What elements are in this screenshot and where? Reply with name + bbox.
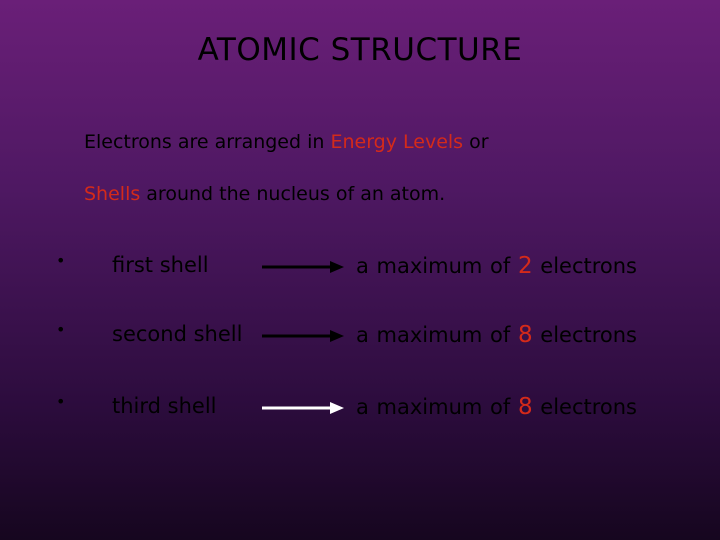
shell-capacity: a maximum of 2 electrons bbox=[356, 253, 637, 279]
capacity-number: 8 bbox=[517, 322, 533, 348]
intro-text: or bbox=[463, 131, 489, 153]
capacity-text: a maximum of bbox=[356, 254, 518, 278]
intro-highlight-energy-levels: Energy Levels bbox=[330, 131, 464, 153]
intro-line-2: Shells around the nucleus of an atom. bbox=[84, 183, 445, 205]
shell-label: first shell bbox=[112, 253, 209, 277]
intro-text: Electrons are arranged in bbox=[84, 131, 331, 153]
shell-capacity: a maximum of 8 electrons bbox=[356, 322, 637, 348]
intro-line-1: Electrons are arranged in Energy Levels … bbox=[84, 131, 489, 153]
shell-label: second shell bbox=[112, 322, 243, 346]
intro-highlight-shells: Shells bbox=[84, 183, 141, 205]
bullet-icon: • bbox=[56, 251, 66, 270]
shell-row-third: • third shell a maximum of 8 electrons bbox=[0, 388, 720, 428]
right-arrow-icon bbox=[262, 402, 344, 414]
shell-capacity: a maximum of 8 electrons bbox=[356, 394, 637, 420]
capacity-number: 8 bbox=[517, 394, 533, 420]
intro-text: around the nucleus of an atom. bbox=[140, 183, 446, 205]
shell-row-first: • first shell a maximum of 2 electrons bbox=[0, 247, 720, 287]
shell-row-second: • second shell a maximum of 8 electrons bbox=[0, 316, 720, 356]
capacity-number: 2 bbox=[517, 253, 533, 279]
slide-title: ATOMIC STRUCTURE bbox=[197, 32, 523, 68]
capacity-text: a maximum of bbox=[356, 395, 518, 419]
shell-label: third shell bbox=[112, 394, 217, 418]
capacity-text: electrons bbox=[532, 395, 637, 419]
right-arrow-icon bbox=[262, 330, 344, 342]
right-arrow-icon bbox=[262, 261, 344, 273]
capacity-text: a maximum of bbox=[356, 323, 518, 347]
bullet-icon: • bbox=[56, 320, 66, 339]
capacity-text: electrons bbox=[532, 323, 637, 347]
capacity-text: electrons bbox=[532, 254, 637, 278]
bullet-icon: • bbox=[56, 392, 66, 411]
